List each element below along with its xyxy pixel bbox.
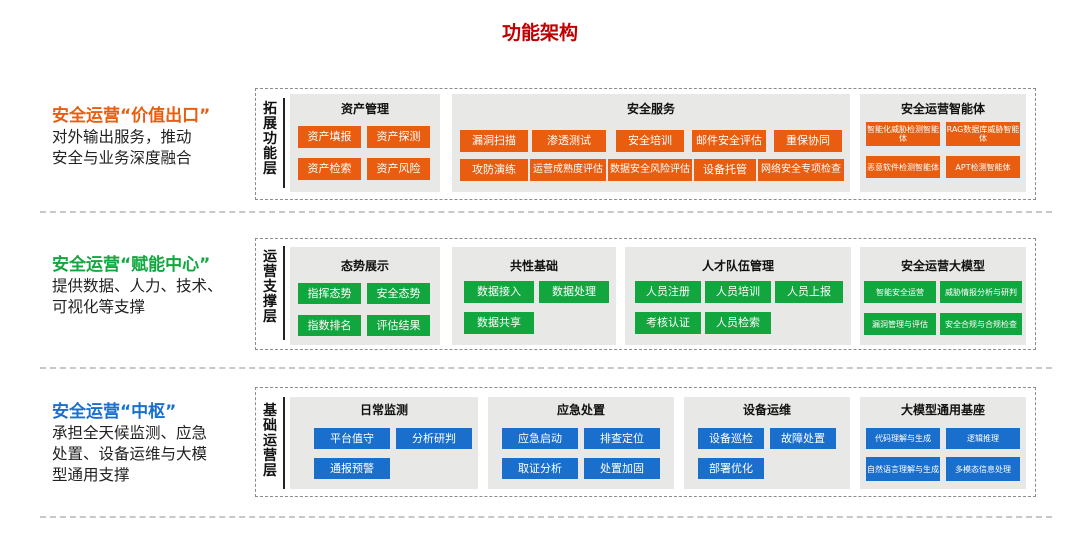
module-button[interactable]: 故障处置 <box>770 428 836 449</box>
module-button[interactable]: 排查定位 <box>584 428 660 449</box>
layer-ops-desc-line: 可视化等支撑 <box>52 298 146 316</box>
panel-security-services: 安全服务 漏洞扫描 渗透测试 安全培训 邮件安全评估 重保协同 攻防演练 运营成… <box>452 94 850 192</box>
module-button[interactable]: 人员注册 <box>635 281 701 303</box>
module-button[interactable]: 设备托管 <box>694 159 756 181</box>
layer-expand-divider <box>283 98 285 188</box>
panel-title: 人才队伍管理 <box>701 259 774 273</box>
module-button[interactable]: 自然语言理解与生成 <box>866 457 940 481</box>
panel-title: 安全服务 <box>626 102 675 116</box>
module-button[interactable]: 邮件安全评估 <box>692 130 766 152</box>
module-button[interactable]: 分析研判 <box>396 428 472 449</box>
layer-base-desc-line: 处置、设备运维与大模 <box>52 445 208 463</box>
module-button[interactable]: 资产填报 <box>298 126 361 148</box>
panel-title: 安全运营大模型 <box>900 259 985 273</box>
panel-title: 共性基础 <box>509 259 558 273</box>
module-button[interactable]: 处置加固 <box>584 458 660 479</box>
panel-asset-management: 资产管理 资产填报 资产探测 资产检索 资产风险 <box>290 94 440 192</box>
layer-ops-side-title: 安全运营“赋能中心” <box>52 255 211 275</box>
layer-ops-desc-line: 提供数据、人力、技术、 <box>52 277 223 295</box>
module-button[interactable]: 评估结果 <box>367 315 430 336</box>
layer-ops-label: 运营支撑层 <box>263 249 277 325</box>
layer-ops-divider <box>283 246 285 340</box>
panel-llm-foundation: 大模型通用基座 代码理解与生成 逻辑推理 自然语言理解与生成 多模态信息处理 <box>860 397 1026 489</box>
panel-title: 日常监测 <box>359 403 408 417</box>
layer-separator <box>40 516 1052 518</box>
panel-security-llm: 安全运营大模型 智能安全运营 威胁情报分析与研判 漏洞管理与评估 安全合规与合规… <box>860 247 1026 345</box>
module-button[interactable]: 逻辑推理 <box>946 428 1020 449</box>
layer-ops-description: 安全运营“赋能中心” 提供数据、人力、技术、 可视化等支撑 <box>52 254 257 318</box>
module-button[interactable]: 数据接入 <box>464 281 534 303</box>
module-button[interactable]: 漏洞扫描 <box>460 130 528 152</box>
module-button[interactable]: 恶意软件检测智能体 <box>866 156 940 178</box>
layer-expand-description: 安全运营“价值出口” 对外输出服务，推动 安全与业务深度融合 <box>52 105 257 169</box>
panel-title: 应急处置 <box>556 403 605 417</box>
module-button[interactable]: 安全培训 <box>616 130 684 152</box>
layer-expand-label: 拓展功能层 <box>263 101 277 177</box>
panel-situation-display: 态势展示 指挥态势 安全态势 指数排名 评估结果 <box>290 247 440 345</box>
module-button[interactable]: 安全合规与合规检查 <box>940 313 1022 335</box>
module-button[interactable]: 通报预警 <box>314 458 390 479</box>
panel-title: 资产管理 <box>340 102 389 116</box>
module-button[interactable]: 攻防演练 <box>460 159 528 181</box>
module-button[interactable]: APT检测智能体 <box>946 156 1020 178</box>
panel-title: 态势展示 <box>340 259 389 273</box>
layer-base-description: 安全运营“中枢” 承担全天候监测、应急 处置、设备运维与大模 型通用支撑 <box>52 401 257 486</box>
module-button[interactable]: 威胁情报分析与研判 <box>940 281 1022 303</box>
module-button[interactable]: 安全态势 <box>367 283 430 304</box>
panel-title: 设备运维 <box>742 403 791 417</box>
panel-talent-management: 人才队伍管理 人员注册 人员培训 人员上报 考核认证 人员检索 <box>625 247 851 345</box>
module-button[interactable]: RAG数据库威胁智能体 <box>946 122 1020 146</box>
module-button[interactable]: 资产风险 <box>367 158 430 180</box>
module-button[interactable]: 部署优化 <box>698 458 764 479</box>
module-button[interactable]: 考核认证 <box>635 312 701 334</box>
module-button[interactable]: 智能安全运营 <box>864 281 936 303</box>
layer-expand-desc-line: 对外输出服务，推动 <box>52 128 192 146</box>
layer-base-side-title: 安全运营“中枢” <box>52 402 177 422</box>
panel-daily-monitoring: 日常监测 平台值守 分析研判 通报预警 <box>290 397 478 489</box>
module-button[interactable]: 渗透测试 <box>532 130 606 152</box>
layer-separator <box>40 367 1052 369</box>
module-button[interactable]: 取证分析 <box>502 458 578 479</box>
layer-expand-side-title: 安全运营“价值出口” <box>52 106 211 126</box>
layer-base-divider <box>283 397 285 489</box>
module-button[interactable]: 人员检索 <box>705 312 771 334</box>
module-button[interactable]: 数据共享 <box>464 312 534 334</box>
module-button[interactable]: 运营成熟度评估 <box>530 159 606 181</box>
panel-emergency-response: 应急处置 应急启动 排查定位 取证分析 处置加固 <box>488 397 674 489</box>
module-button[interactable]: 应急启动 <box>502 428 578 449</box>
panel-title: 大模型通用基座 <box>900 403 985 417</box>
module-button[interactable]: 指数排名 <box>298 315 361 336</box>
module-button[interactable]: 资产探测 <box>367 126 430 148</box>
module-button[interactable]: 平台值守 <box>314 428 390 449</box>
module-button[interactable]: 漏洞管理与评估 <box>864 313 936 335</box>
module-button[interactable]: 数据处理 <box>539 281 609 303</box>
layer-expand-desc-line: 安全与业务深度融合 <box>52 149 192 167</box>
module-button[interactable]: 数据安全风险评估 <box>608 159 692 181</box>
module-button[interactable]: 智能化威胁检测智能体 <box>866 122 940 146</box>
panel-device-ops: 设备运维 设备巡检 故障处置 部署优化 <box>684 397 850 489</box>
module-button[interactable]: 指挥态势 <box>298 283 361 304</box>
panel-title: 安全运营智能体 <box>900 102 985 116</box>
module-button[interactable]: 人员培训 <box>705 281 771 303</box>
module-button[interactable]: 网络安全专项检查 <box>758 159 844 181</box>
layer-expand-frame <box>255 88 1036 200</box>
module-button[interactable]: 人员上报 <box>775 281 843 303</box>
layer-base-desc-line: 型通用支撑 <box>52 466 130 484</box>
layer-ops-frame <box>255 238 1036 350</box>
module-button[interactable]: 重保协同 <box>774 130 842 152</box>
layer-separator <box>40 211 1052 213</box>
layer-base-frame <box>255 387 1036 497</box>
module-button[interactable]: 代码理解与生成 <box>866 428 940 449</box>
layer-base-label: 基础运营层 <box>263 403 277 479</box>
module-button[interactable]: 设备巡检 <box>698 428 764 449</box>
page-title: 功能架构 <box>501 22 578 44</box>
module-button[interactable]: 多模态信息处理 <box>946 457 1020 481</box>
panel-security-agents: 安全运营智能体 智能化威胁检测智能体 RAG数据库威胁智能体 恶意软件检测智能体… <box>860 94 1026 192</box>
panel-common-foundation: 共性基础 数据接入 数据处理 数据共享 <box>452 247 616 345</box>
layer-base-desc-line: 承担全天候监测、应急 <box>52 424 208 442</box>
module-button[interactable]: 资产检索 <box>298 158 361 180</box>
